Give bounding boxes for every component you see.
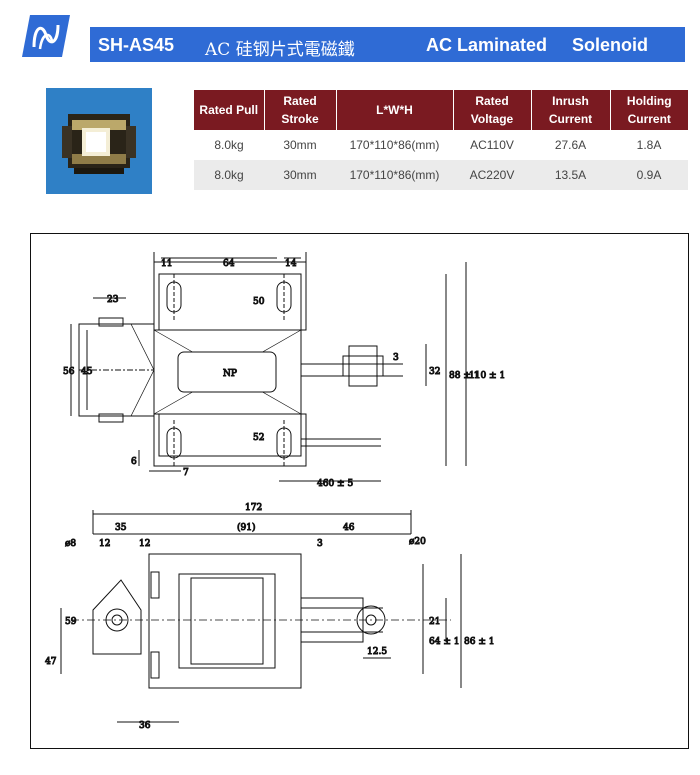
title-english-1: AC Laminated	[426, 35, 548, 55]
svg-text:110 ± 1: 110 ± 1	[469, 371, 505, 381]
svg-text:86 ± 1: 86 ± 1	[464, 637, 494, 647]
model-name: SH-AS45	[98, 35, 175, 55]
svg-text:35: 35	[115, 523, 127, 533]
company-logo	[20, 13, 72, 59]
svg-text:172: 172	[245, 503, 262, 513]
svg-text:23: 23	[107, 295, 119, 305]
col-rated-pull: Rated Pull	[194, 90, 265, 130]
svg-text:ø8: ø8	[65, 539, 76, 549]
svg-text:36: 36	[139, 721, 151, 731]
svg-text:(91): (91)	[237, 522, 255, 533]
svg-text:3: 3	[317, 539, 323, 549]
top-view	[70, 252, 467, 482]
svg-text:47: 47	[45, 657, 57, 667]
side-view	[60, 510, 462, 723]
title-chinese: AC 硅钢片式電磁鐵	[205, 40, 355, 60]
svg-text:3: 3	[393, 353, 399, 363]
svg-text:21: 21	[429, 617, 440, 627]
product-photo	[46, 88, 152, 194]
svg-text:460 ± 5: 460 ± 5	[317, 479, 353, 489]
svg-text:12: 12	[99, 539, 110, 549]
svg-text:46: 46	[343, 523, 355, 533]
svg-text:52: 52	[253, 433, 264, 443]
svg-text:45: 45	[81, 367, 93, 377]
svg-text:ø20: ø20	[409, 537, 426, 547]
col-dimensions: L*W*H	[336, 90, 454, 130]
svg-text:88 ± 1: 88 ± 1	[449, 371, 479, 381]
svg-text:50: 50	[253, 297, 265, 307]
svg-text:11: 11	[161, 259, 172, 269]
svg-text:7: 7	[183, 468, 189, 478]
svg-text:NP: NP	[223, 369, 237, 379]
svg-text:59: 59	[65, 617, 77, 627]
svg-text:6: 6	[131, 457, 137, 467]
svg-text:14: 14	[285, 259, 297, 269]
svg-text:12.5: 12.5	[367, 647, 387, 657]
header-bar: SH-AS45 AC 硅钢片式電磁鐵 AC Laminated Solenoid	[90, 27, 685, 62]
table-row: 8.0kg 30mm 170*110*86(mm) AC110V 27.6A 1…	[194, 130, 688, 160]
svg-text:64: 64	[223, 259, 235, 269]
title-english-2: Solenoid	[572, 35, 648, 55]
technical-drawing: 11 64 14 23 56 45 50 52 3 32 88 ± 1 110 …	[30, 233, 689, 749]
svg-text:56: 56	[63, 367, 75, 377]
svg-text:32: 32	[429, 367, 440, 377]
table-row: 8.0kg 30mm 170*110*86(mm) AC220V 13.5A 0…	[194, 160, 688, 190]
svg-text:12: 12	[139, 539, 150, 549]
svg-text:64 ± 1: 64 ± 1	[429, 637, 459, 647]
